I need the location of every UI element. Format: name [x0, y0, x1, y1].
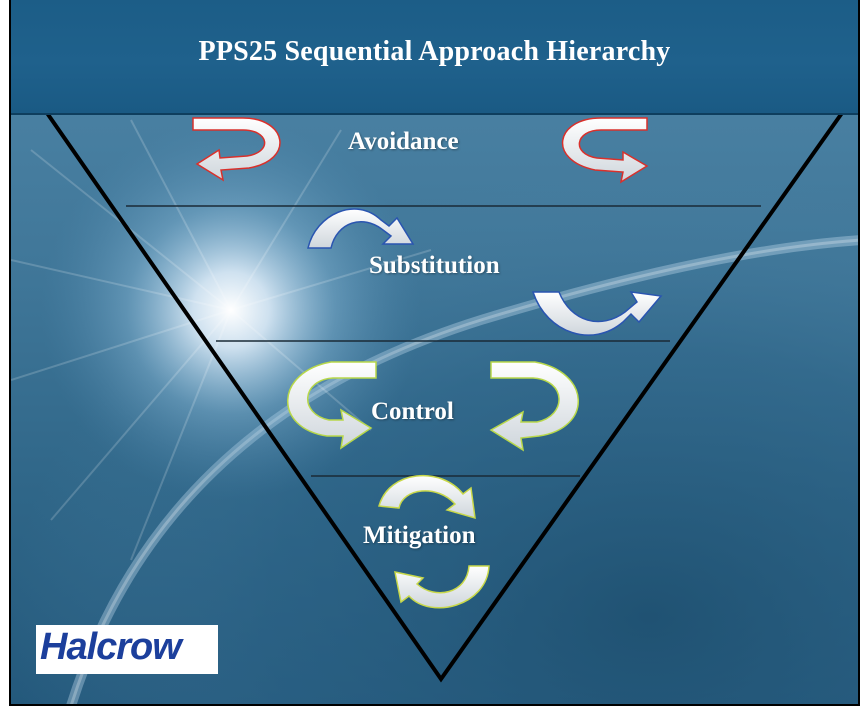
diagram-canvas — [11, 110, 858, 704]
hierarchy-triangle — [45, 111, 844, 683]
level-label-avoidance: Avoidance — [348, 128, 459, 155]
title-banner: PPS25 Sequential Approach Hierarchy — [11, 0, 858, 115]
mitigation-arrow-bottom — [394, 565, 490, 609]
substitution-arrow-bottom — [531, 291, 663, 336]
halcrow-logo: Halcrow — [36, 625, 218, 674]
substitution-arrow-top — [307, 208, 415, 249]
level-label-mitigation: Mitigation — [363, 522, 476, 549]
slide-title: PPS25 Sequential Approach Hierarchy — [198, 36, 671, 67]
control-arrow-left — [287, 361, 377, 450]
control-arrow-right — [489, 361, 579, 452]
sun-glow — [41, 120, 421, 500]
slide: PPS25 Sequential Approach Hierarchy Avoi… — [9, 0, 860, 706]
logo-text: Halcrow — [40, 626, 182, 668]
level-label-control: Control — [371, 398, 454, 425]
avoidance-arrow-left — [192, 117, 281, 182]
mitigation-arrow-top — [378, 474, 476, 520]
level-label-substitution: Substitution — [369, 252, 500, 279]
sun-rays — [11, 119, 432, 561]
avoidance-arrow-right — [562, 117, 649, 184]
